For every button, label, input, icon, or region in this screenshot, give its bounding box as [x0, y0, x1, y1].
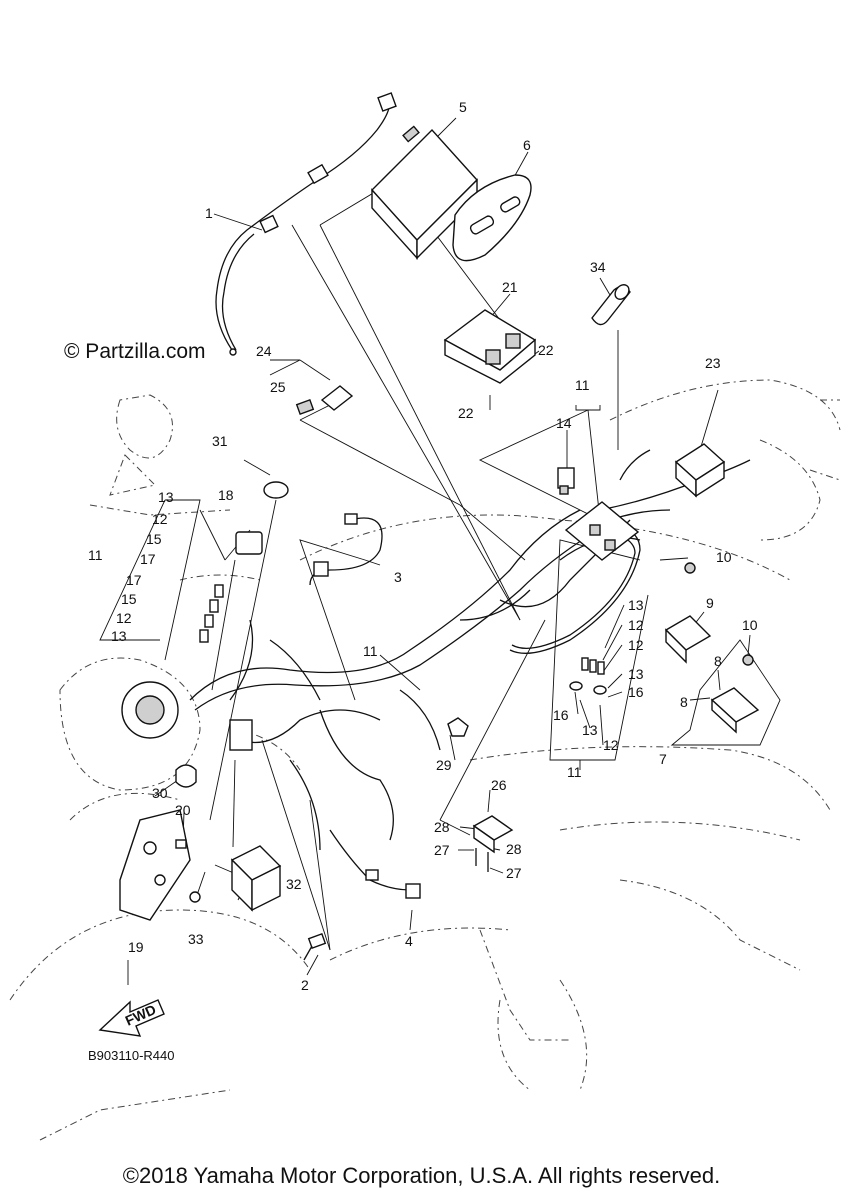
callout-7: 7 — [659, 751, 667, 767]
battery — [371, 125, 478, 260]
copyright-notice: ©2018 Yamaha Motor Corporation, U.S.A. A… — [122, 1163, 721, 1188]
relay-32 — [230, 845, 282, 912]
sensor-lead-4 — [329, 829, 421, 899]
callout-13b: 13 — [111, 628, 127, 644]
fwd-arrow: FWD — [98, 999, 165, 1037]
callout-20: 20 — [175, 802, 191, 818]
control-module — [443, 309, 537, 384]
callout-12b: 12 — [116, 610, 132, 626]
relay-23 — [674, 443, 726, 498]
callout-22b: 22 — [458, 405, 474, 421]
callout-24: 24 — [256, 343, 272, 359]
connector-24 — [295, 385, 354, 415]
callout-19: 19 — [128, 939, 144, 955]
callout-12a: 12 — [152, 511, 168, 527]
bracket-19 — [119, 809, 201, 921]
callout-13d: 13 — [628, 666, 644, 682]
callout-32: 32 — [286, 876, 302, 892]
callout-1: 1 — [205, 205, 213, 221]
callout-18: 18 — [218, 487, 234, 503]
callout-17a: 17 — [140, 551, 156, 567]
callout-27a: 27 — [434, 842, 450, 858]
harness-clamp — [263, 481, 289, 499]
callout-28b: 28 — [506, 841, 522, 857]
callout-23: 23 — [705, 355, 721, 371]
callout-15a: 15 — [146, 531, 162, 547]
callout-11a: 11 — [575, 377, 590, 393]
callout-13e: 13 — [582, 722, 598, 738]
grommet-30 — [175, 764, 197, 788]
fuse-box — [564, 501, 640, 561]
callout-5: 5 — [459, 99, 467, 115]
leader-lines — [99, 117, 781, 985]
callout-27b: 27 — [506, 865, 522, 881]
relay-cylinder — [591, 284, 631, 326]
callout-33: 33 — [188, 931, 204, 947]
relay-18 — [235, 531, 263, 555]
callout-6: 6 — [523, 137, 531, 153]
callout-31: 31 — [212, 433, 228, 449]
watermark: © Partzilla.com — [64, 340, 206, 363]
battery-cover — [452, 174, 532, 262]
motorcycle-ghost-outline — [9, 379, 841, 1141]
fuse-set-right — [569, 657, 607, 695]
clip-29 — [447, 717, 469, 737]
callout-12e: 12 — [603, 737, 619, 753]
reference-code: B903110-R440 — [88, 1048, 175, 1063]
callout-9: 9 — [706, 595, 714, 611]
callout-labels: 1 5 6 34 21 22 22 23 24 25 11 14 31 13 1… — [88, 99, 758, 993]
callout-16b: 16 — [553, 707, 569, 723]
callout-11c: 11 — [363, 643, 378, 659]
sensor-2 — [303, 933, 327, 961]
callout-3: 3 — [394, 569, 402, 585]
callout-2: 2 — [301, 977, 309, 993]
callout-14: 14 — [556, 415, 572, 431]
callout-16a: 16 — [628, 684, 644, 700]
callout-10a: 10 — [716, 549, 732, 565]
headlight-cluster — [121, 681, 253, 751]
callout-11b: 11 — [88, 547, 103, 563]
bracket-26 — [472, 815, 514, 872]
callout-8b: 8 — [680, 694, 688, 710]
relay-9 — [664, 615, 712, 664]
sensor-lead-3 — [309, 513, 383, 586]
battery-lead-wire — [215, 92, 397, 356]
callout-28a: 28 — [434, 819, 450, 835]
callout-8a: 8 — [714, 653, 722, 669]
relay-14 — [557, 467, 575, 495]
callout-12d: 12 — [628, 637, 644, 653]
callout-4: 4 — [405, 933, 413, 949]
callout-21: 21 — [502, 279, 518, 295]
callout-17b: 17 — [126, 572, 142, 588]
callout-29: 29 — [436, 757, 452, 773]
fuse-set-left — [199, 584, 224, 643]
callout-10b: 10 — [742, 617, 758, 633]
callout-34: 34 — [590, 259, 606, 275]
callout-25: 25 — [270, 379, 286, 395]
switch-7 — [684, 562, 760, 734]
callout-22a: 22 — [538, 342, 554, 358]
callout-30: 30 — [152, 785, 168, 801]
callout-11d: 11 — [567, 764, 582, 780]
callout-12c: 12 — [628, 617, 644, 633]
callout-15b: 15 — [121, 591, 137, 607]
callout-13c: 13 — [628, 597, 644, 613]
callout-26: 26 — [491, 777, 507, 793]
callout-13a: 13 — [158, 489, 174, 505]
